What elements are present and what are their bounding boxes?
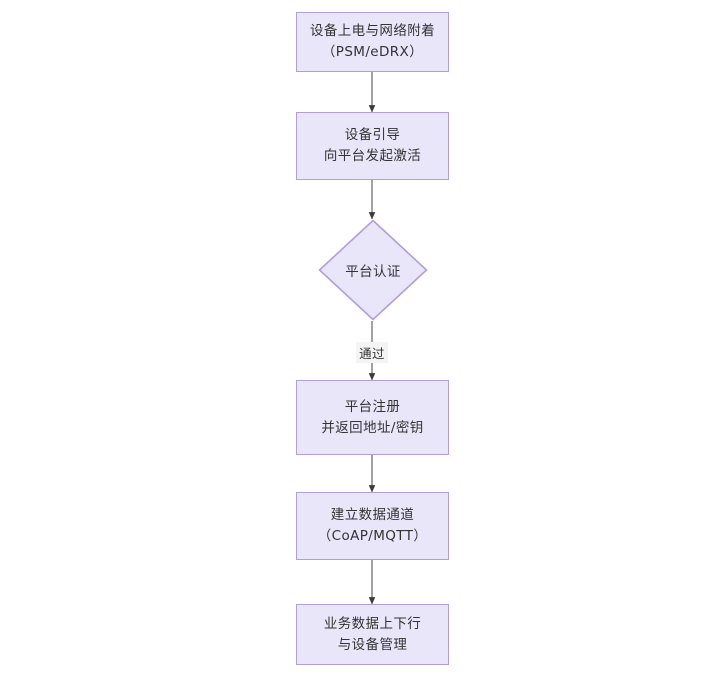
node-label-line1: 平台注册 [344,398,401,415]
node-label-line1: 设备引导 [344,127,401,144]
node-label-line2: 并返回地址/密钥 [321,419,424,436]
node-platform-registration[interactable]: 平台注册 并返回地址/密钥 [296,380,449,455]
node-label-line2: 与设备管理 [337,636,408,653]
node-label-line1: 设备上电与网络附着 [309,23,436,40]
node-label-line1: 建立数据通道 [330,507,415,524]
node-label-line2: 向平台发起激活 [323,148,422,164]
node-platform-authentication[interactable]: 平台认证 [318,219,428,321]
node-label-line1: 业务数据上下行 [323,615,422,632]
diamond-shape-icon [318,219,428,321]
node-device-power-on[interactable]: 设备上电与网络附着 （PSM/eDRX） [296,12,449,72]
node-establish-data-channel[interactable]: 建立数据通道 （CoAP/MQTT） [296,492,449,560]
node-business-data-and-device-management[interactable]: 业务数据上下行 与设备管理 [296,604,449,665]
node-device-bootstrap[interactable]: 设备引导 向平台发起激活 [296,112,449,180]
edge-label-pass: 通过 [356,342,388,363]
node-label-line2: （CoAP/MQTT） [317,528,428,544]
node-label-line1: 平台认证 [345,264,401,280]
node-label-line2: （PSM/eDRX） [321,44,424,60]
